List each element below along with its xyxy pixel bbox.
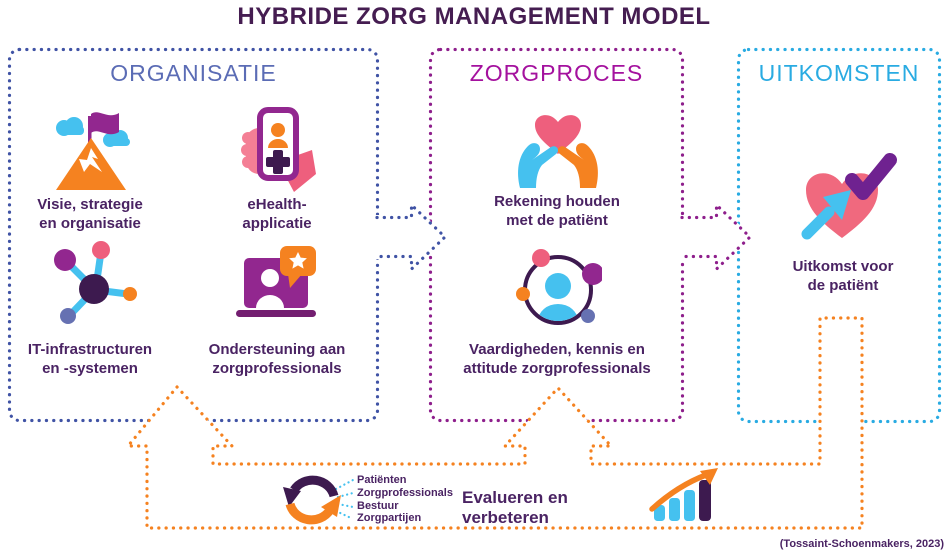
person-circle-icon	[516, 249, 602, 325]
uitkomsten-box-border	[736, 47, 942, 424]
label-visie-strategie: Visie, strategie en organisatie	[37, 196, 143, 232]
page-title: HYBRIDE ZORG MANAGEMENT MODEL	[237, 3, 711, 30]
label-vaardigheden: Vaardigheden, kennis en attitude zorgpro…	[463, 341, 651, 377]
it-network-icon	[54, 241, 137, 324]
ehealth-app-icon	[241, 107, 316, 192]
label-uitkomst-patient: Uitkomst voor de patiënt	[792, 258, 894, 294]
mountain-flag-icon	[56, 112, 130, 190]
zorgproces-box-title: ZORGPROCES	[469, 60, 644, 86]
legend-item-patienten: Patiënten	[357, 474, 407, 486]
hands-heart-icon	[518, 115, 598, 188]
label-rekening-houden: Rekening houden met de patiënt	[494, 193, 620, 229]
label-it-infrastructuren: IT-infrastructuren en -systemen	[27, 341, 153, 377]
evaluate-label: Evalueren en verbeteren	[462, 488, 568, 527]
label-ehealth-applicatie: eHealth- applicatie	[242, 196, 312, 232]
circular-arrows-icon	[283, 475, 341, 525]
bar-chart-growth-icon	[649, 468, 718, 521]
legend-connector-lines	[334, 478, 355, 521]
heart-check-arrow-icon	[801, 153, 897, 240]
feedback-loop-arrow	[124, 316, 864, 530]
arrow-organisatie-to-zorgproces	[373, 201, 448, 273]
label-ondersteuning: Ondersteuning aan zorgprofessionals	[208, 341, 346, 377]
legend-item-bestuur: Bestuur	[357, 499, 399, 512]
organisatie-box-title: ORGANISATIE	[110, 60, 277, 86]
legend-item-zorgprofessionals: Zorgprofessionals	[357, 486, 453, 499]
attribution: (Tossaint-Schoenmakers, 2023)	[779, 538, 944, 550]
stakeholder-legend: Patiënten Zorgprofessionals Bestuur Zorg…	[357, 474, 477, 525]
legend-item-zorgpartijen: Zorgpartijen	[357, 512, 422, 525]
arrow-zorgproces-to-uitkomsten	[678, 201, 753, 273]
laptop-support-icon	[236, 246, 316, 317]
uitkomsten-box-title: UITKOMSTEN	[758, 60, 920, 86]
